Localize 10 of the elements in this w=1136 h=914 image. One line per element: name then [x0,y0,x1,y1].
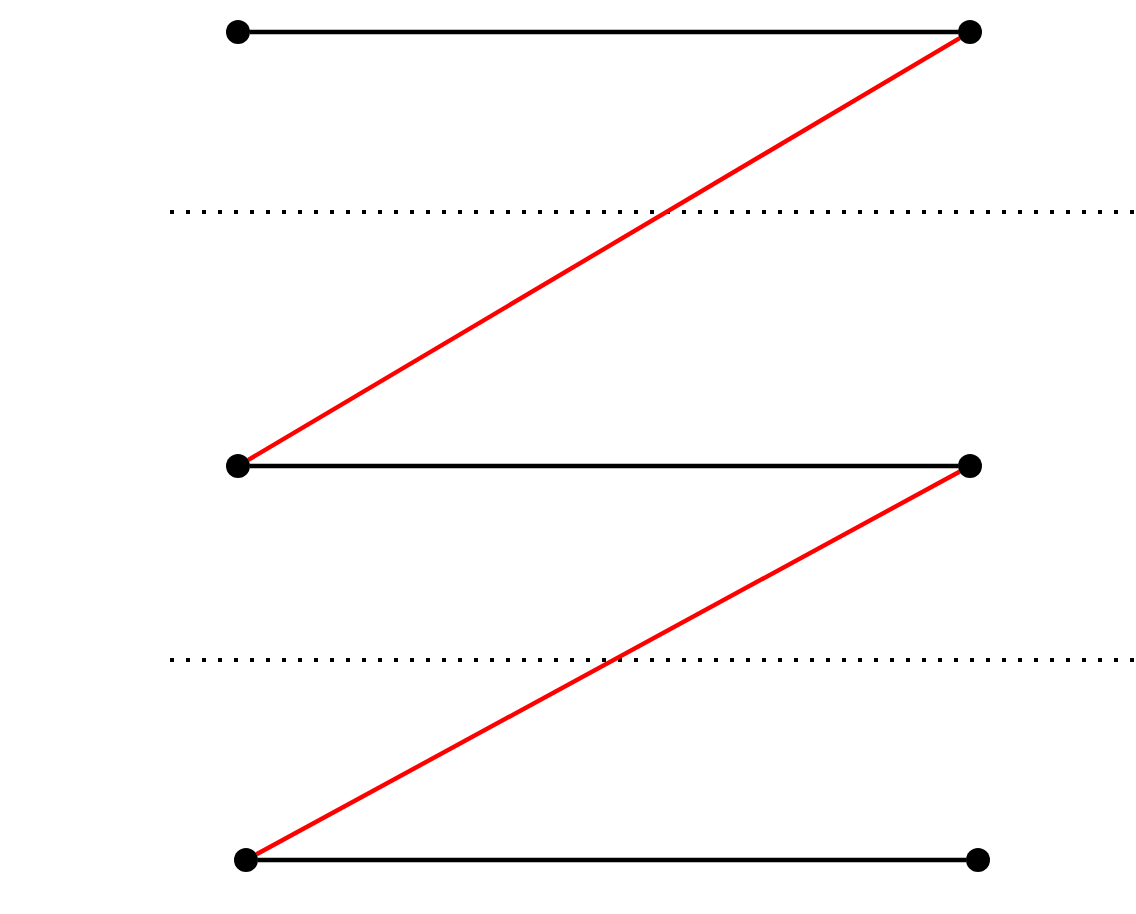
dot [958,454,982,478]
dot [226,20,250,44]
connector-line [250,29,958,35]
dot [958,20,982,44]
dot [966,848,990,872]
connector-line [255,469,961,857]
dot [226,454,250,478]
dot [234,848,258,872]
connector-line [247,36,961,462]
connector-line [258,857,966,863]
